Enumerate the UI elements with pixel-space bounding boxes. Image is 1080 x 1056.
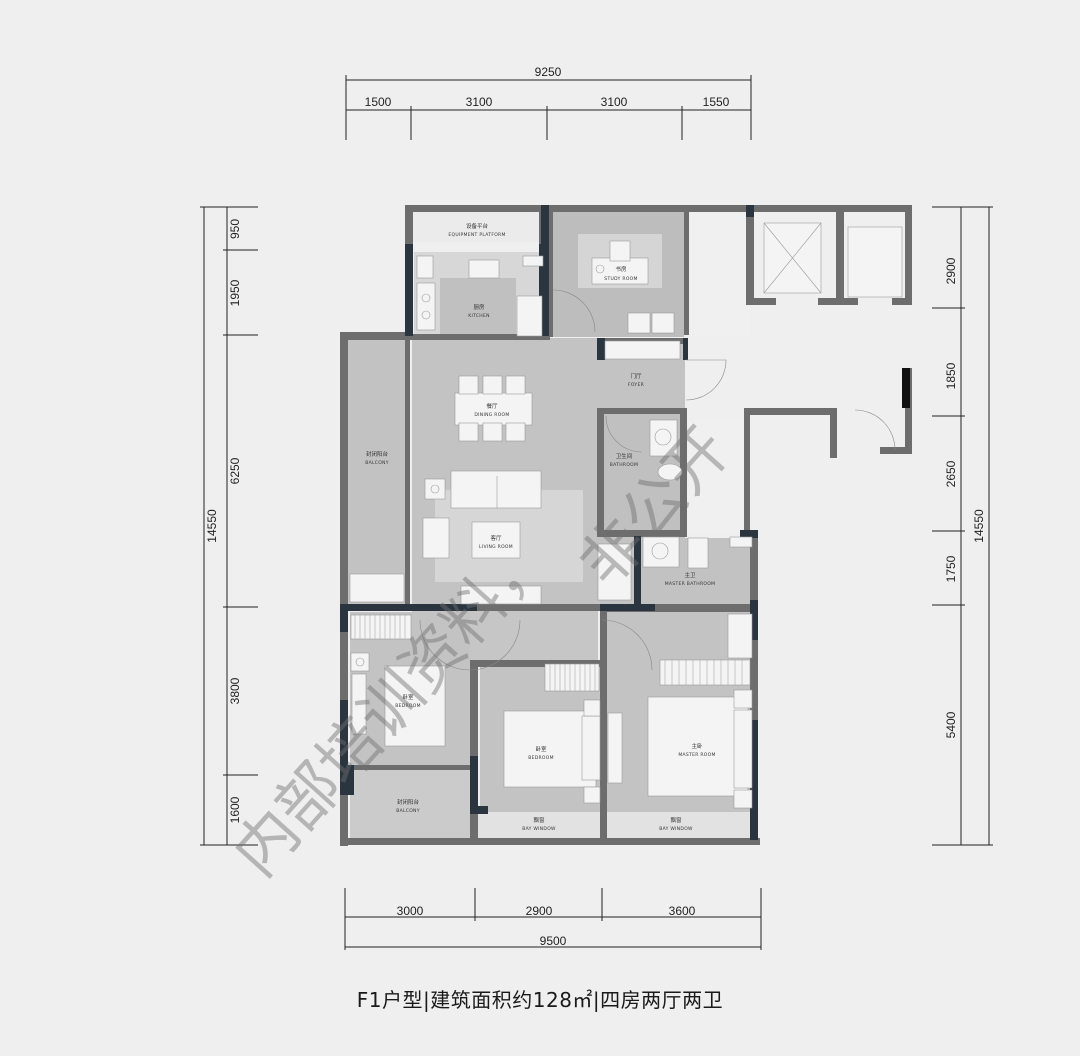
dim-top-total: 9250 <box>535 65 562 79</box>
svg-text:MASTER BATHROOM: MASTER BATHROOM <box>665 581 716 587</box>
dim-left-total: 14550 <box>205 509 219 543</box>
room-bay-window-mid: 飘窗 BAY WINDOW <box>522 816 556 832</box>
room-bedroom-left: 卧室 BEDROOM <box>395 693 421 709</box>
svg-text:主卫: 主卫 <box>684 571 696 579</box>
dim-bottom-seg: 2900 <box>526 904 553 918</box>
svg-text:门厅: 门厅 <box>630 372 642 380</box>
room-dining: 餐厅 DINING ROOM <box>474 402 509 418</box>
room-kitchen: 厨房 KITCHEN <box>468 303 490 319</box>
room-balcony-bottom: 封闭阳台 BALCONY <box>396 798 420 814</box>
svg-text:MASTER ROOM: MASTER ROOM <box>678 752 715 758</box>
dim-right-seg: 1750 <box>944 555 958 582</box>
svg-text:STUDY ROOM: STUDY ROOM <box>604 276 637 282</box>
svg-text:封闭阳台: 封闭阳台 <box>366 450 389 458</box>
svg-text:卧室: 卧室 <box>535 745 547 753</box>
dim-left-seg: 1950 <box>228 279 242 306</box>
svg-text:客厅: 客厅 <box>490 534 502 542</box>
svg-text:BAY WINDOW: BAY WINDOW <box>522 826 556 832</box>
svg-text:BEDROOM: BEDROOM <box>528 755 554 761</box>
room-bedroom-mid: 卧室 BEDROOM <box>528 745 554 761</box>
svg-text:卫生间: 卫生间 <box>616 452 633 460</box>
svg-text:DINING ROOM: DINING ROOM <box>474 412 509 418</box>
dim-bottom-total: 9500 <box>540 934 567 948</box>
room-master: 主卧 MASTER ROOM <box>678 742 715 758</box>
dim-right-total: 14550 <box>972 509 986 543</box>
dimension-bottom <box>344 888 762 950</box>
room-bathroom: 卫生间 BATHROOM <box>610 452 638 468</box>
dim-right-seg: 5400 <box>944 711 958 738</box>
door-swings <box>419 289 896 671</box>
svg-text:BATHROOM: BATHROOM <box>610 462 638 468</box>
room-living: 客厅 LIVING ROOM <box>479 534 513 550</box>
dim-right-seg: 2900 <box>944 257 958 284</box>
svg-text:封闭阳台: 封闭阳台 <box>397 798 420 806</box>
svg-text:设备平台: 设备平台 <box>466 222 489 230</box>
svg-text:飘窗: 飘窗 <box>533 816 545 824</box>
dimension-top <box>345 75 752 140</box>
plan-caption: F1户型|建筑面积约128㎡|四房两厅两卫 <box>356 988 724 1012</box>
furniture <box>349 222 903 809</box>
dim-right-seg: 1850 <box>944 362 958 389</box>
dimension-left-labels: 950 1950 6250 3800 1600 14550 <box>205 219 242 824</box>
wardrobe-slats <box>354 615 743 691</box>
dim-top-seg: 1550 <box>703 95 730 109</box>
dimension-right <box>932 206 993 846</box>
dimension-bottom-labels: 3000 2900 3600 9500 <box>397 904 696 948</box>
dim-left-seg: 6250 <box>228 457 242 484</box>
dim-left-seg: 1600 <box>228 796 242 823</box>
svg-text:主卧: 主卧 <box>691 742 703 750</box>
svg-text:BEDROOM: BEDROOM <box>395 703 421 709</box>
svg-text:FOYER: FOYER <box>628 382 644 388</box>
dimension-top-labels: 9250 1500 3100 3100 1550 <box>365 65 730 109</box>
dim-top-seg: 1500 <box>365 95 392 109</box>
svg-text:厨房: 厨房 <box>473 303 485 311</box>
svg-text:LIVING ROOM: LIVING ROOM <box>479 544 513 550</box>
dim-left-seg: 3800 <box>228 677 242 704</box>
room-foyer: 门厅 FOYER <box>628 372 644 388</box>
room-master-bathroom: 主卫 MASTER BATHROOM <box>665 571 716 587</box>
room-equipment-platform: 设备平台 EQUIPMENT PLATFORM <box>448 222 505 238</box>
svg-text:飘窗: 飘窗 <box>670 816 682 824</box>
svg-text:餐厅: 餐厅 <box>486 402 498 410</box>
svg-text:KITCHEN: KITCHEN <box>468 313 490 319</box>
dimension-right-labels: 2900 1850 2650 1750 5400 14550 <box>944 257 986 738</box>
svg-text:书房: 书房 <box>615 265 627 273</box>
dim-top-seg: 3100 <box>466 95 493 109</box>
room-study: 书房 STUDY ROOM <box>604 265 637 282</box>
svg-text:EQUIPMENT PLATFORM: EQUIPMENT PLATFORM <box>448 232 505 238</box>
svg-text:BAY WINDOW: BAY WINDOW <box>659 826 693 832</box>
room-balcony-main: 封闭阳台 BALCONY <box>365 450 389 466</box>
svg-text:卧室: 卧室 <box>402 693 414 701</box>
dim-bottom-seg: 3600 <box>669 904 696 918</box>
svg-text:BALCONY: BALCONY <box>365 460 389 466</box>
dim-bottom-seg: 3000 <box>397 904 424 918</box>
svg-text:BALCONY: BALCONY <box>396 808 420 814</box>
dim-left-seg: 950 <box>228 219 242 239</box>
room-labels: 设备平台 EQUIPMENT PLATFORM 厨房 KITCHEN 书房 ST… <box>365 222 715 832</box>
dim-top-seg: 3100 <box>601 95 628 109</box>
dimension-left <box>200 206 258 846</box>
walls-structural <box>340 205 910 840</box>
room-bay-window-right: 飘窗 BAY WINDOW <box>659 816 693 832</box>
dim-right-seg: 2650 <box>944 460 958 487</box>
